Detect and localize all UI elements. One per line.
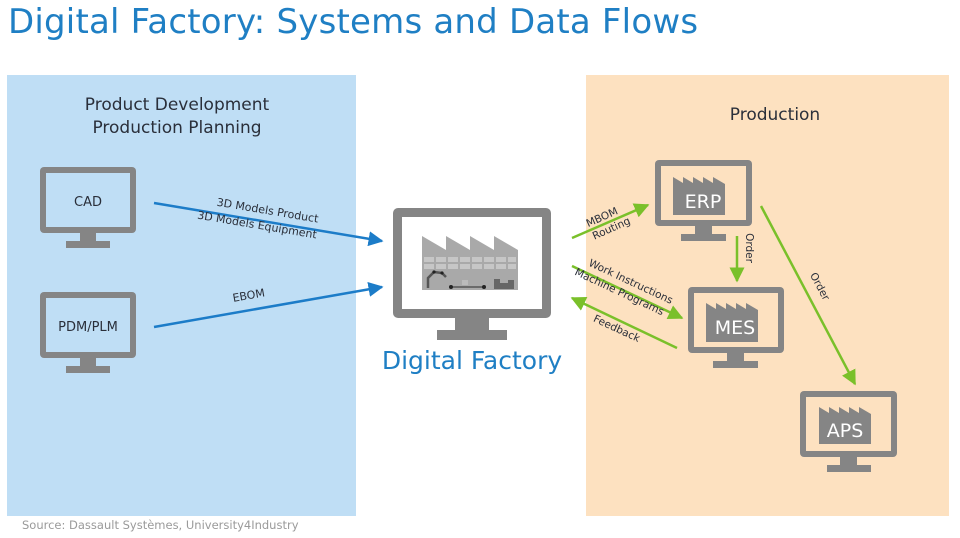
factory-monitor-icon	[393, 208, 551, 340]
source-caption: Source: Dassault Systèmes, University4In…	[22, 518, 299, 532]
factory-illustration-icon	[422, 236, 518, 290]
factory-monitor-icon	[800, 391, 897, 472]
digital-factory-label: Digital Factory	[382, 346, 563, 375]
aps-label: APS	[827, 420, 864, 442]
monitor-icon	[40, 292, 136, 373]
page-title: Digital Factory: Systems and Data Flows	[8, 2, 699, 42]
mes-label: MES	[715, 317, 755, 339]
left-panel-title-line2: Production Planning	[92, 118, 261, 138]
cad-monitor[interactable]: CAD	[40, 167, 136, 248]
erp-monitor[interactable]: ERP	[655, 160, 752, 241]
arrow-erp-to-aps	[759, 205, 857, 386]
right-panel-title: Production	[730, 105, 820, 125]
arrow-digital-factory-to-erp	[571, 203, 650, 240]
left-panel-title-line1: Product Development	[85, 95, 270, 115]
cad-label: CAD	[74, 195, 102, 210]
pdm-plm-monitor[interactable]: PDM/PLM	[40, 292, 136, 373]
flow-label-ebom: EBOM	[232, 286, 266, 304]
monitor-icon	[40, 167, 136, 248]
flow-label-order-erp-mes: Order	[743, 233, 755, 264]
pdm-plm-label: PDM/PLM	[58, 320, 118, 335]
mes-monitor[interactable]: MES	[688, 287, 784, 368]
arrow-cad-to-digital-factory	[153, 201, 384, 247]
arrow-mes-to-digital-factory	[570, 296, 678, 350]
factory-monitor-icon	[655, 160, 752, 241]
factory-monitor-icon	[688, 287, 784, 368]
erp-label: ERP	[685, 191, 722, 213]
arrow-digital-factory-to-mes	[571, 264, 684, 320]
aps-monitor[interactable]: APS	[800, 391, 897, 472]
digital-factory-monitor[interactable]: Digital Factory	[382, 208, 563, 375]
arrow-pdm-to-digital-factory	[153, 281, 384, 329]
